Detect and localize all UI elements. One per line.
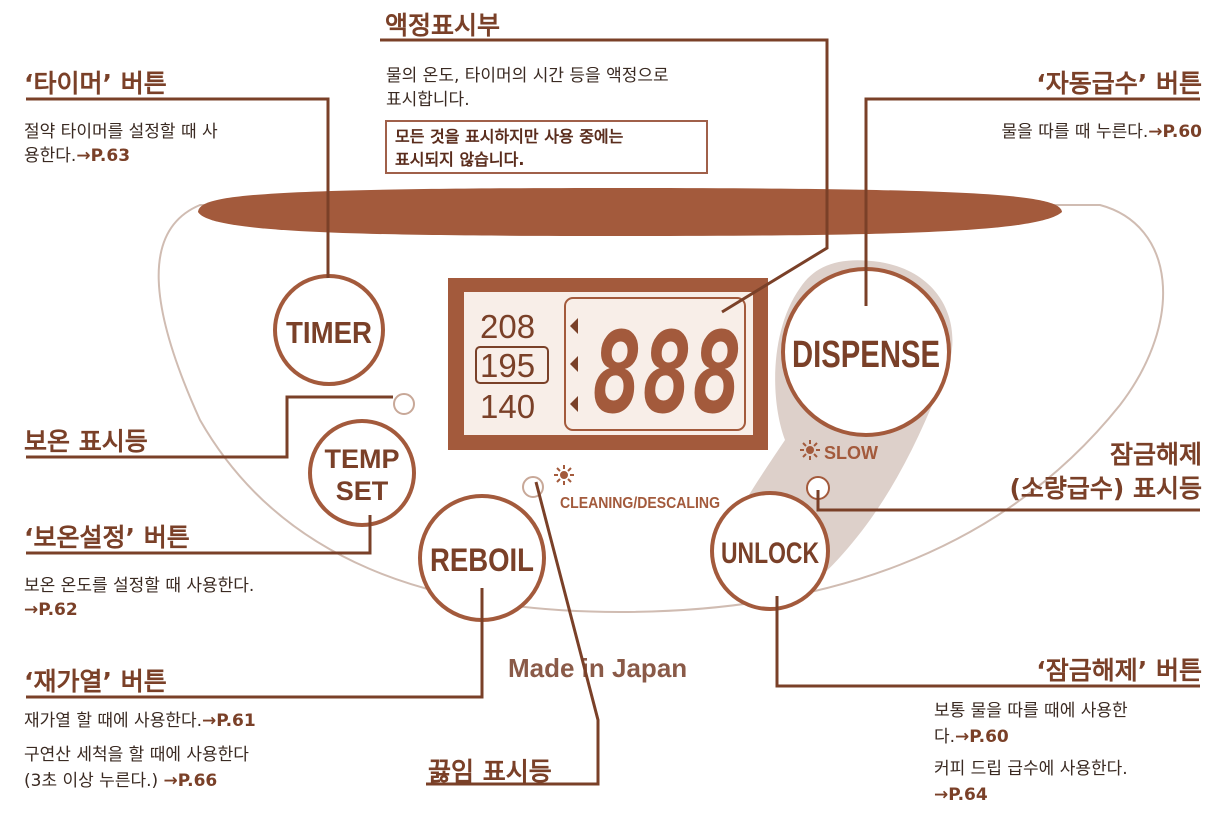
panel-top-band	[198, 188, 1062, 236]
reboil-desc-line3: (3초 이상 누른다.) →P.66	[24, 768, 256, 794]
lcd-digits: 888	[592, 309, 742, 439]
reboil-page-ref1: →P.61	[202, 711, 256, 731]
lcd-title: 액정표시부	[385, 11, 501, 40]
lcd-note: 모든 것을 표시하지만 사용 중에는 표시되지 않습니다.	[385, 120, 708, 174]
unlock-desc: 보통 물을 따를 때에 사용한 다.→P.60 커피 드립 급수에 사용한다. …	[934, 698, 1128, 808]
reboil-desc: 재가열 할 때에 사용한다.→P.61 구연산 세척을 할 때에 사용한다 (3…	[24, 708, 256, 794]
selected-temp-box	[475, 346, 549, 384]
unlock-desc-line3: 커피 드립 급수에 사용한다.	[934, 759, 1128, 779]
unlock-desc-line1: 보통 물을 따를 때에 사용한	[934, 701, 1128, 721]
unlock-lamp-title: 잠금해제 (소량급수) 표시등	[1009, 438, 1202, 506]
leader-keepwarm	[26, 395, 393, 459]
unlock-page-ref1: →P.60	[955, 727, 1009, 747]
temp-set-label-line1: TEMP	[324, 444, 399, 474]
cleaning-label: CLEANING/DESCALING	[560, 495, 720, 512]
temp-set-desc: 보온 온도를 설정할 때 사용한다. →P.62	[24, 574, 254, 622]
temp-set-desc-line1: 보온 온도를 설정할 때 사용한다.	[24, 576, 255, 596]
temp-arrow-195	[570, 356, 578, 372]
unlock-button[interactable]	[710, 491, 830, 611]
dispense-page-ref: →P.60	[1148, 122, 1202, 142]
temp-set-title: ‘보온설정’ 버튼	[24, 523, 190, 552]
temp-set-page-ref: →P.62	[24, 600, 78, 620]
leader-tempset	[26, 515, 372, 555]
unlock-button-label: UNLOCK	[721, 537, 819, 570]
timer-button-label: TIMER	[286, 315, 372, 350]
leader-dispense	[864, 97, 1200, 306]
reboil-desc-line1: 재가열 할 때에 사용한다.→P.61	[24, 708, 256, 734]
reboil-desc-text1: 재가열 할 때에 사용한다.	[24, 711, 203, 731]
dispense-desc: 물을 따를 때 누른다.→P.60	[1002, 120, 1202, 144]
made-in-label: Made in Japan	[508, 653, 687, 683]
reboil-button-label: REBOIL	[430, 542, 534, 578]
timer-title: ‘타이머’ 버튼	[24, 69, 167, 98]
reboil-page-ref2: →P.66	[163, 771, 218, 791]
temp-140: 140	[480, 388, 535, 425]
temp-arrow-208	[570, 318, 578, 334]
keep-warm-lamp-title: 보온 표시등	[24, 427, 148, 456]
lcd-screen	[464, 292, 753, 435]
leader-unlock	[775, 596, 1200, 688]
lcd-note-line1: 모든 것을 표시하지만 사용 중에는	[395, 127, 624, 146]
reboil-title: ‘재가열’ 버튼	[24, 667, 167, 696]
lcd-digit-window	[564, 297, 746, 431]
leader-reboil	[26, 588, 484, 699]
reboil-desc-text3: (3초 이상 누른다.)	[24, 771, 159, 791]
leader-unlock-lamp	[816, 490, 1200, 512]
leader-boil	[426, 481, 600, 786]
unlock-desc-text2: 다.	[934, 727, 956, 747]
temp-208: 208	[480, 308, 535, 345]
leader-timer	[26, 97, 330, 278]
temp-set-button[interactable]	[308, 419, 416, 527]
temp-arrow-140	[570, 396, 578, 412]
timer-desc-line1: 절약 타이머를 설정할 때 사	[24, 122, 218, 142]
unlock-lamp-title-line2: (소량급수) 표시등	[1009, 474, 1202, 503]
temp-set-label-line2: SET	[336, 476, 389, 506]
cleaning-sun-icon	[554, 465, 574, 485]
reboil-desc-line2: 구연산 세척을 할 때에 사용한다	[24, 745, 249, 765]
boil-lamp-title: 끓임 표시등	[428, 757, 552, 786]
slow-sun-icon	[800, 440, 820, 460]
slow-label: SLOW	[824, 443, 878, 463]
temp-195: 195	[480, 347, 535, 384]
dispense-desc-text: 물을 따를 때 누른다.	[1001, 122, 1149, 142]
timer-desc-text: 용한다.	[24, 146, 77, 166]
timer-desc-line2: 용한다.→P.63	[24, 144, 218, 168]
dispense-button-label: DISPENSE	[792, 334, 940, 376]
unlock-title: ‘잠금해제’ 버튼	[1036, 656, 1202, 685]
leader-lines	[26, 38, 1200, 786]
unlock-lamp-title-line1: 잠금해제	[1109, 440, 1202, 469]
keep-warm-lamp	[393, 393, 415, 415]
dispense-title: ‘자동급수’ 버튼	[1036, 69, 1202, 98]
lcd-desc-line1: 물의 온도, 타이머의 시간 등을 액정으로	[386, 66, 669, 86]
timer-page-ref: →P.63	[76, 146, 131, 166]
lcd-desc: 물의 온도, 타이머의 시간 등을 액정으로 표시합니다.	[386, 64, 669, 112]
timer-desc: 절약 타이머를 설정할 때 사 용한다.→P.63	[24, 120, 218, 168]
leader-lcd	[380, 38, 829, 314]
lcd-desc-line2: 표시합니다.	[386, 90, 470, 110]
unlock-page-ref2: →P.64	[934, 785, 988, 805]
lcd-note-line2: 표시되지 않습니다.	[395, 150, 525, 169]
unlock-desc-line2: 다.→P.60	[934, 724, 1128, 750]
